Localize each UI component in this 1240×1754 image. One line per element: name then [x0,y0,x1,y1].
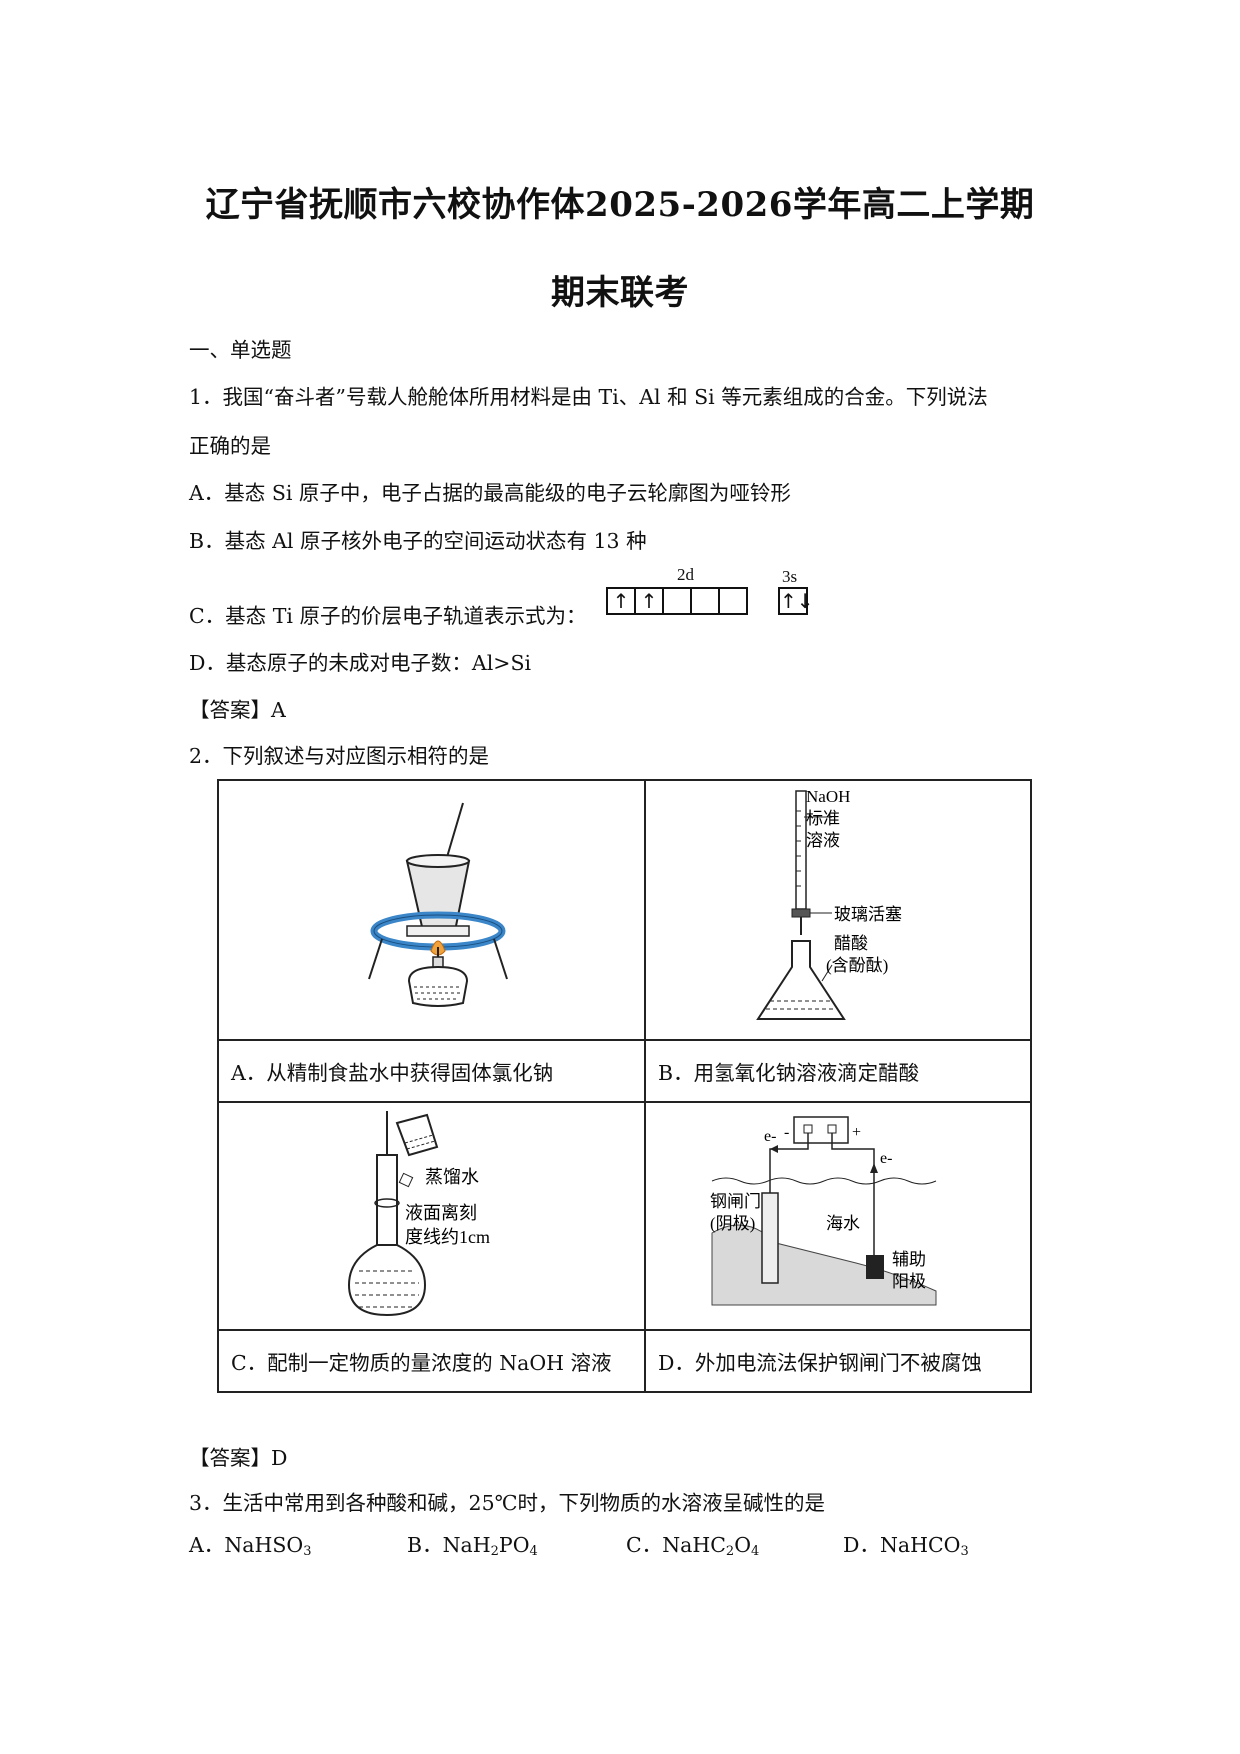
fig-d-caption: D．外加电流法保护钢闸门不被腐蚀 [644,1329,1032,1393]
q1-stem-line2: 正确的是 [189,434,271,458]
fig-b-caption: B．用氢氧化钠溶液滴定醋酸 [644,1039,1032,1103]
q3-option-c: C．NaHC2O4 [626,1528,759,1559]
orbital-box-2d-2: ↑ [634,587,664,615]
q2-stem: 2．下列叙述与对应图示相符的是 [189,744,490,768]
label-stopcock: 玻璃活塞 [834,905,902,924]
label-anode: 阳极 [892,1272,926,1291]
page-subtitle: 期末联考 [551,273,689,313]
q3-option-b-sub2: 4 [529,1544,538,1559]
fig-a-caption: A．从精制食盐水中获得固体氯化钠 [217,1039,646,1103]
q3-option-d: D．NaHCO3 [843,1528,969,1559]
q2-figure-table: NaOH 标准 溶液 玻璃活塞 醋酸 (含酚酞) A．从精制食盐水中获得固体氯化… [217,779,1032,1393]
titration-figure: NaOH 标准 溶液 玻璃活塞 醋酸 (含酚酞) [756,787,902,1020]
fig-a-cell [217,779,646,1041]
fig-c-caption: C．配制一定物质的量浓度的 NaOH 溶液 [217,1329,646,1393]
fig-d-cell: e- e- - + 钢闸门 (阴极) 海水 辅助 阳极 [644,1101,1032,1331]
orbital-box-2d-1: ↑ [606,587,636,615]
label-naoh: NaOH [806,787,850,806]
label-auxiliary: 辅助 [892,1250,926,1269]
q3-option-b: B．NaH2PO4 [407,1528,538,1559]
q2-answer: 【答案】D [189,1446,288,1470]
volumetric-flask-figure: 蒸馏水 液面离刻 度线约1cm [347,1111,490,1317]
orbital-box-2d-3 [662,587,692,615]
q1-answer: 【答案】A [189,698,286,722]
q3-option-b-sub1: 2 [490,1544,499,1559]
fig-b-cell: NaOH 标准 溶液 玻璃活塞 醋酸 (含酚酞) [644,779,1032,1041]
orbital-box-2d-5 [718,587,748,615]
q1-option-a: A．基态 Si 原子中，电子占据的最高能级的电子云轮廓图为哑铃形 [189,481,791,505]
q3-option-a: A．NaHSO3 [189,1528,311,1559]
label-standard: 标准 [806,809,840,828]
page-title: 辽宁省抚顺市六校协作体2025-2026学年高二上学期 [205,185,1035,225]
q3-option-a-letter: A． [189,1533,225,1557]
q3-option-d-sub1: 3 [960,1544,969,1559]
q3-option-b-formula1: NaH [442,1533,491,1557]
orbital-label-3s: 3s [782,567,798,586]
q1-stem-line1: 1．我国“奋斗者”号载人舱舱体所用材料是由 Ti、Al 和 Si 等元素组成的合… [189,385,988,409]
label-gate: 钢闸门 [710,1192,761,1211]
q3-option-a-sub1: 3 [303,1544,312,1559]
label-cathode: (阴极) [710,1214,755,1233]
q3-option-b-formula2: PO [498,1533,530,1557]
label-e-left: e- [764,1128,776,1145]
label-acetic-acid: 醋酸 [834,934,868,953]
orbital-box-3s: ↑↓ [778,587,814,615]
q3-option-d-formula: NaHCO [879,1533,961,1557]
q3-option-b-letter: B． [407,1533,443,1557]
label-e-right: e- [880,1150,892,1167]
section-heading: 一、单选题 [189,338,292,362]
q1-option-d: D．基态原子的未成对电子数：Al>Si [189,651,532,675]
q3-option-c-letter: C． [626,1533,663,1557]
fig-c-cell: 蒸馏水 液面离刻 度线约1cm [217,1101,646,1331]
cathodic-protection-figure: e- e- - + 钢闸门 (阴极) 海水 辅助 阳极 [710,1116,937,1306]
label-note1: 液面离刻 [405,1203,477,1223]
label-minus: - [784,1124,789,1141]
evaporation-apparatus-figure [368,802,508,1007]
q3-option-c-sub1: 2 [725,1544,735,1559]
label-seawater: 海水 [826,1214,860,1233]
q3-option-c-formula2: O [734,1533,752,1557]
q3-stem: 3．生活中常用到各种酸和碱，25℃时，下列物质的水溶液呈碱性的是 [189,1491,826,1515]
q3-option-d-letter: D． [843,1533,880,1557]
q3-option-a-formula: NaHSO [224,1533,304,1557]
label-plus: + [852,1124,861,1141]
q1-option-c: C．基态 Ti 原子的价层电子轨道表示式为： [189,604,587,628]
q1-option-b: B．基态 Al 原子核外电子的空间运动状态有 13 种 [189,529,647,553]
orbital-label-2d: 2d [677,565,694,584]
label-indicator: (含酚酞) [826,956,888,975]
label-note2: 度线约1cm [405,1227,490,1247]
label-distilled-water: 蒸馏水 [425,1167,479,1187]
label-solution: 溶液 [806,831,840,850]
q3-option-c-formula1: NaHC [662,1533,726,1557]
orbital-box-2d-4 [690,587,720,615]
q3-option-c-sub2: 4 [751,1544,760,1559]
